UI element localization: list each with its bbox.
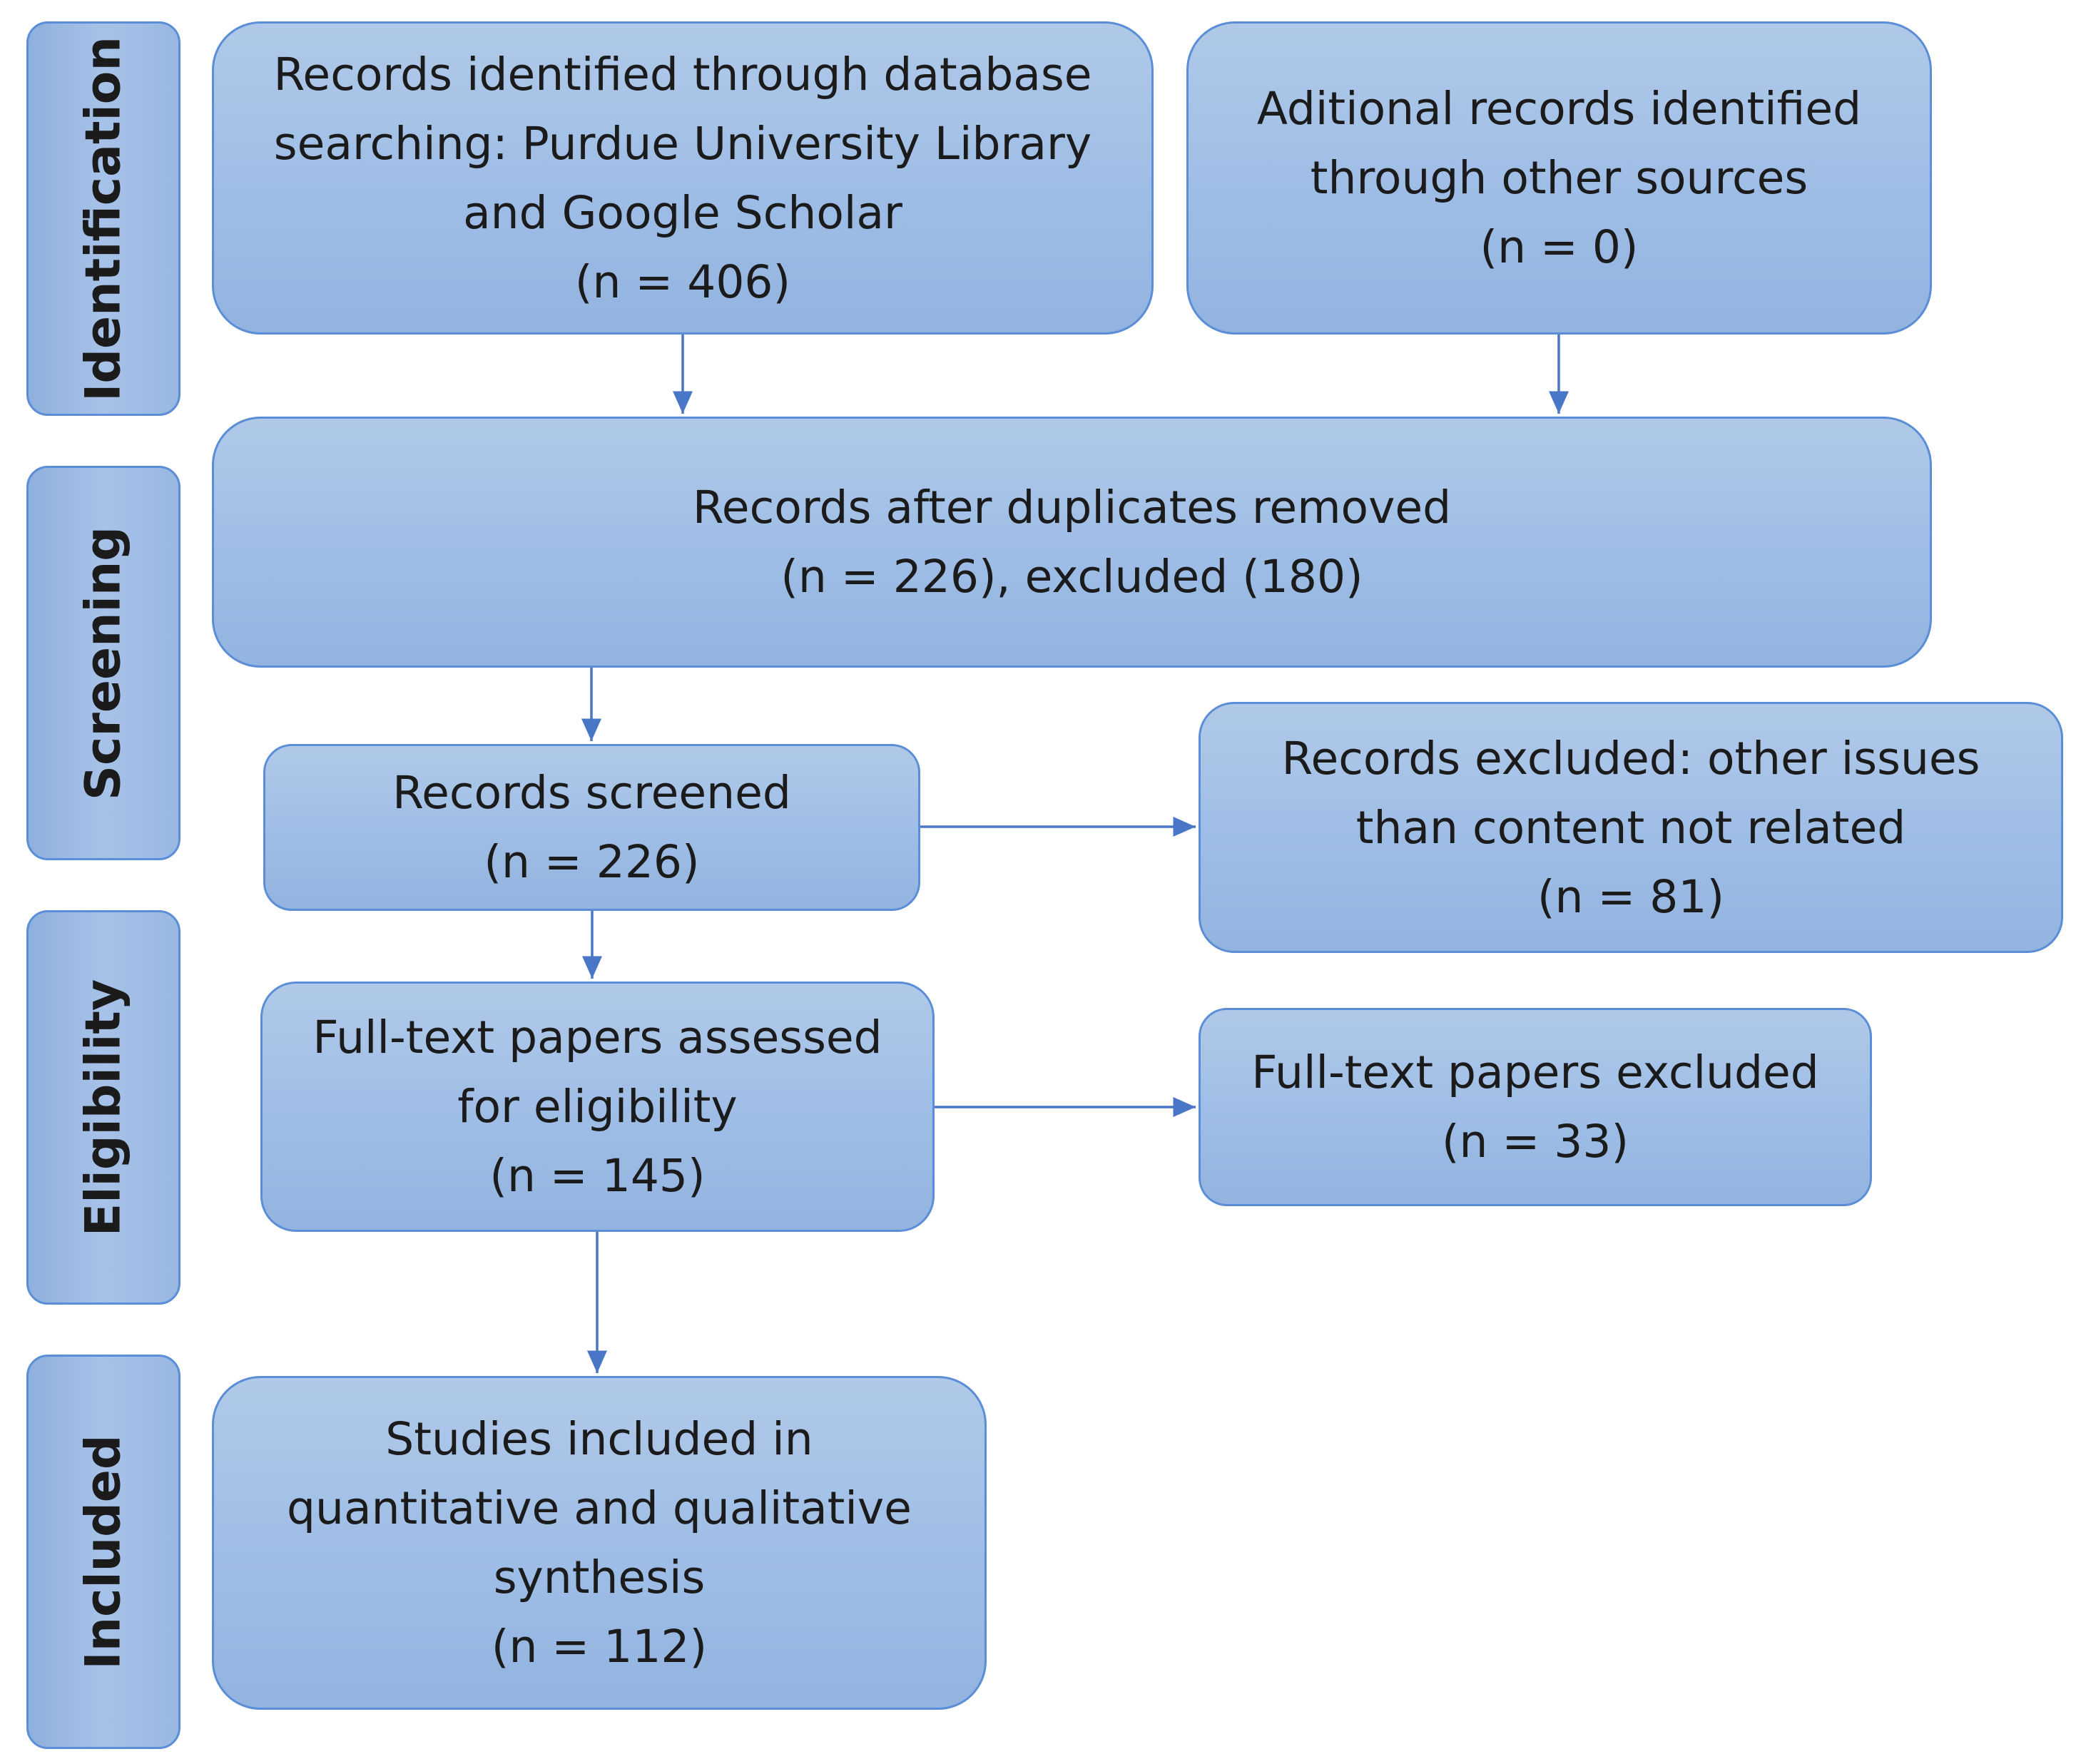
studies-included-box: Studies included in quantitative and qua…: [212, 1376, 987, 1710]
stage-identification: Identification: [26, 21, 180, 416]
database-records-box: Records identified through database sear…: [212, 21, 1154, 335]
records-screened-text: Records screened (n = 226): [392, 767, 791, 888]
duplicates-removed-text: Records after duplicates removed (n = 22…: [692, 481, 1452, 603]
stage-eligibility: Eligibility: [26, 910, 180, 1305]
records-screened-box: Records screened (n = 226): [263, 744, 920, 911]
records-excluded-text: Records excluded: other issues than cont…: [1281, 732, 1980, 923]
stage-included: Included: [26, 1355, 180, 1749]
fulltext-assessed-box: Full-text papers assessed for eligibilit…: [260, 982, 935, 1232]
other-sources-box: Aditional records identified through oth…: [1186, 21, 1932, 335]
records-excluded-box: Records excluded: other issues than cont…: [1199, 702, 2063, 953]
fulltext-excluded-text: Full-text papers excluded (n = 33): [1251, 1046, 1819, 1168]
database-records-text: Records identified through database sear…: [273, 48, 1092, 308]
stage-screening: Screening: [26, 466, 180, 860]
duplicates-removed-box: Records after duplicates removed (n = 22…: [212, 417, 1932, 668]
fulltext-excluded-box: Full-text papers excluded (n = 33): [1199, 1008, 1872, 1206]
studies-included-text: Studies included in quantitative and qua…: [287, 1413, 912, 1673]
other-sources-text: Aditional records identified through oth…: [1256, 83, 1862, 273]
fulltext-assessed-text: Full-text papers assessed for eligibilit…: [312, 1011, 882, 1202]
